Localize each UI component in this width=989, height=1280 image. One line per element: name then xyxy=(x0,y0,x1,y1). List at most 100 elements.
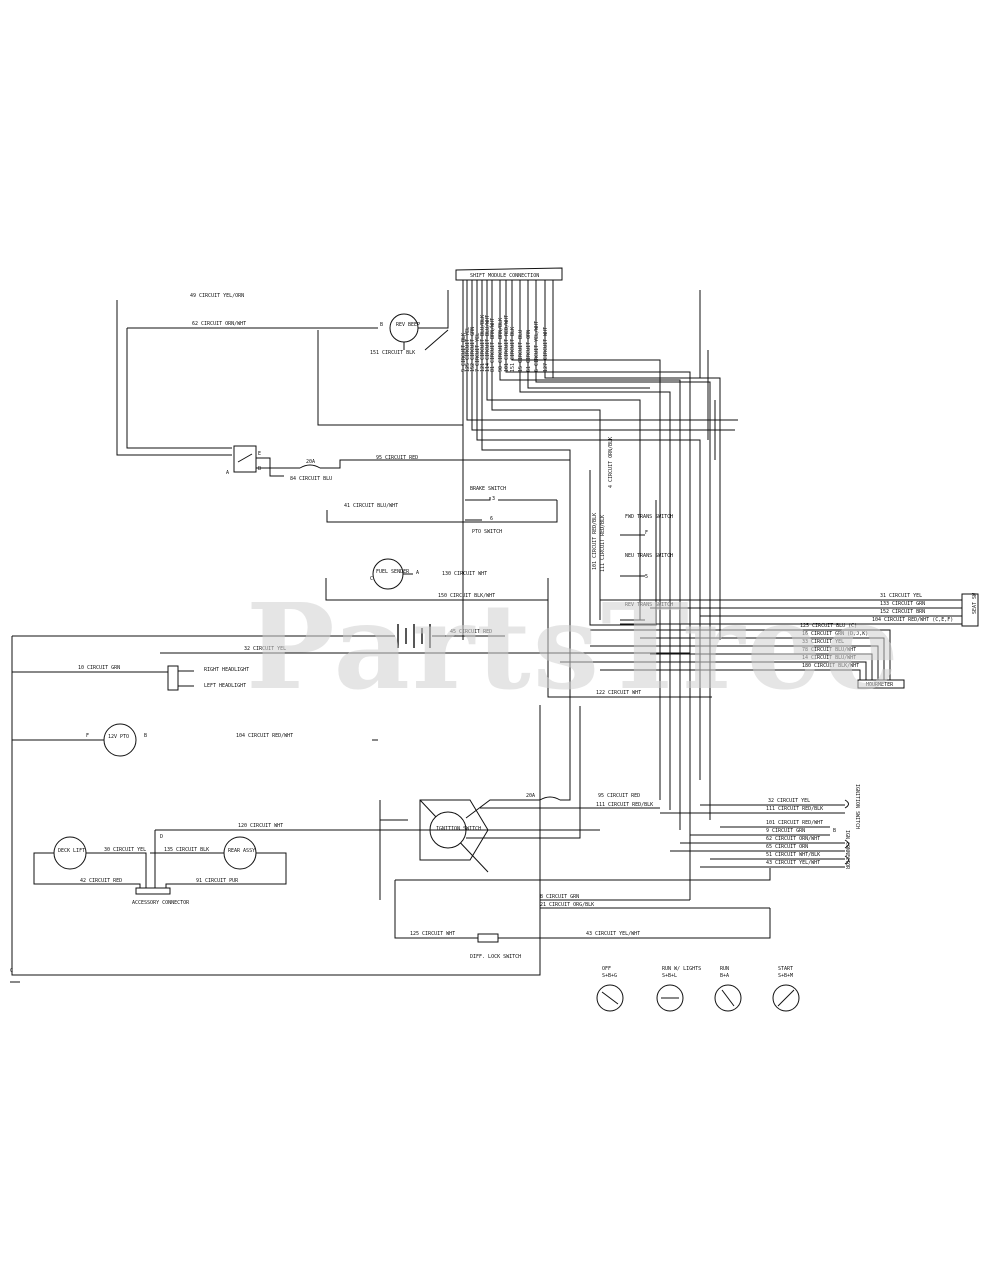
switch-position-title: OFF xyxy=(602,966,611,972)
label-c84: 84 CIRCUIT BLU xyxy=(290,476,332,482)
label-c101: 101 CIRCUIT RED/BLK xyxy=(592,513,598,570)
acc-pin-d: D xyxy=(160,834,163,840)
label-brake-switch: BRAKE SWITCH xyxy=(470,486,506,492)
reverse-beep-circuit: 49 CIRCUIT YEL/ORN 62 CIRCUIT ORN/WHT RE… xyxy=(116,290,463,456)
label-c95: 95 CIRCUIT RED xyxy=(376,455,418,461)
connector-pin-10: 151 CIRCUIT BLK xyxy=(510,327,516,372)
connector-pin-7: 81 CIRCUIT BRN/WHT xyxy=(490,318,496,372)
label-ign-65: 65 CIRCUIT ORN xyxy=(766,844,808,850)
pto-pin-b: B xyxy=(144,733,147,739)
connector-wires xyxy=(462,280,738,900)
brake-pin-3: 3 xyxy=(492,496,495,502)
label-c122: 122 CIRCUIT WHT xyxy=(596,690,641,696)
label-ign-connector: IGN CONNECTOR xyxy=(844,830,850,870)
label-r152: 152 CIRCUIT BRN xyxy=(880,609,925,615)
label-h14: 14 CIRCUIT BLU/WHT xyxy=(802,655,856,661)
switch-contact-line xyxy=(777,989,795,1007)
label-c30: 30 CIRCUIT YEL xyxy=(104,847,146,853)
relay-pin-e: E xyxy=(258,451,261,457)
label-r31: 31 CIRCUIT YEL xyxy=(880,593,922,599)
switch-position-title: RUN W/ LIGHTS xyxy=(662,966,701,972)
switch-position-sub: B+A xyxy=(720,973,729,979)
fuse-icon xyxy=(299,464,321,469)
seat-switch-icon xyxy=(961,593,979,627)
connector-pin-6: 114 CIRCUIT BLU/WHT xyxy=(485,315,491,372)
label-c21: 21 CIRCUIT ORG/BLK xyxy=(540,902,594,908)
label-c125: 125 CIRCUIT WHT xyxy=(410,931,455,937)
label-c41: 41 CIRCUIT BLU/WHT xyxy=(344,503,398,509)
connector-pin-5: 121 CIRCUIT BLU/BLK xyxy=(480,315,486,372)
hourmeter-connector: 125 CIRCUIT BLU (C) 16 CIRCUIT GRN (D,J,… xyxy=(560,623,905,689)
fuse-low-label: 20A xyxy=(526,793,535,799)
fuel-pin-a: A xyxy=(416,570,419,576)
accessory-section: 120 CIRCUIT WHT D DECK LIFT 30 CIRCUIT Y… xyxy=(33,823,600,906)
label-c32: 32 CIRCUIT YEL xyxy=(244,646,286,652)
label-r104: 104 CIRCUIT RED/WHT (C,E,F) xyxy=(872,617,953,623)
label-c111: 111 CIRCUIT RED/BLK xyxy=(600,515,606,572)
label-c43: 43 CIRCUIT YEL/WHT xyxy=(586,931,640,937)
headlight-connector xyxy=(167,665,179,691)
seat-switch-connector: 31 CIRCUIT YEL 133 CIRCUIT GRN 152 CIRCU… xyxy=(600,592,979,627)
diff-lock-icon xyxy=(477,933,499,943)
fuel-sender: FUEL SENDER A C 130 CIRCUIT WHT 150 CIRC… xyxy=(325,558,712,698)
pto-clutch: F 12V PTO B 104 CIRCUIT RED/WHT xyxy=(12,723,378,757)
label-ign-32: 32 CIRCUIT YEL xyxy=(768,798,810,804)
label-seat-sw: SEAT SW xyxy=(972,592,978,614)
pin-b-beep: B xyxy=(380,322,383,328)
label-ign-pin-b: B xyxy=(833,828,836,834)
relay-icon xyxy=(233,445,257,473)
label-c104: 104 CIRCUIT RED/WHT xyxy=(236,733,293,739)
switch-contact-line xyxy=(601,991,619,1005)
label-h33: 33 CIRCUIT YEL xyxy=(802,639,844,645)
label-pto-switch: PTO SWITCH xyxy=(472,529,502,535)
connector-header: SHIFT MODULE CONNECTION xyxy=(470,273,539,279)
label-ign-101: 101 CIRCUIT RED/WHT xyxy=(766,820,823,826)
switch-position-title: RUN xyxy=(720,966,729,972)
connector-pin-2: 125 CIRCUIT YEL xyxy=(465,327,471,372)
label-right-head: RIGHT HEADLIGHT xyxy=(204,667,249,673)
connector-pin-9: 101 CIRCUIT RED/WHT xyxy=(504,315,510,372)
label-left-head: LEFT HEADLIGHT xyxy=(204,683,246,689)
fuse-low-icon xyxy=(539,796,561,801)
label-rear-assy: REAR ASSY xyxy=(228,848,255,854)
pto-pin-f: F xyxy=(86,733,89,739)
connector-pin-1: 9 CIRCUIT BLK xyxy=(461,333,467,372)
fuel-pin-c: C xyxy=(370,576,373,582)
connector-pin-14: 127 CIRCUIT WHT xyxy=(543,327,549,372)
label-neu-trans: NEU TRANS SWITCH xyxy=(625,553,673,559)
reverse-beep-icon xyxy=(389,313,419,343)
label-ign-51: 51 CIRCUIT WHT/BLK xyxy=(766,852,820,858)
connector-pin-12: 61 CIRCUIT ORN xyxy=(526,330,532,372)
connector-pin-8: 90 CIRCUIT BRN/BLK xyxy=(498,318,504,372)
pto-clutch-icon xyxy=(103,723,137,757)
label-ign-111: 111 CIRCUIT RED/BLK xyxy=(766,806,823,812)
brake-pto-switch: BRAKE SWITCH 3 41 CIRCUIT BLU/WHT 6 PTO … xyxy=(326,486,558,535)
connector-pin-4: 7 CIRCUIT YEL xyxy=(475,333,481,372)
connector-pin-11: 15 CIRCUIT BLU xyxy=(518,330,524,372)
label-c150: 150 CIRCUIT BLK/WHT xyxy=(438,593,495,599)
label-rev-trans: REV TRANS SWITCH xyxy=(625,602,673,608)
label-c95b: 95 CIRCUIT RED xyxy=(598,793,640,799)
label-ignition-switch-side: IGNITION SWITCH xyxy=(854,784,860,829)
shift-module-connector: SHIFT MODULE CONNECTION 9 CIRCUIT BLK125… xyxy=(455,267,563,372)
relay-pin-b: B xyxy=(258,466,261,472)
label-c45: 45 CIRCUIT RED xyxy=(450,629,492,635)
label-c111b: 111 CIRCUIT RED/BLK xyxy=(596,802,653,808)
label-ign-62: 62 CIRCUIT ORN/WHT xyxy=(766,836,820,842)
label-diff-lock: DIFF. LOCK SWITCH xyxy=(470,954,521,960)
label-h180: 180 CIRCUIT BLK/WHT xyxy=(802,663,859,669)
label-ign-9: 9 CIRCUIT GRN xyxy=(766,828,805,834)
relay-block: E B A 20A 95 CIRCUIT RED 84 CIRCUIT BLU xyxy=(226,445,571,790)
pto-pin-6: 6 xyxy=(490,516,493,522)
connector-pin-3: 152 CIRCUIT GRN xyxy=(470,327,476,372)
label-c62: 62 CIRCUIT ORN/WHT xyxy=(192,321,246,327)
label-c130: 130 CIRCUIT WHT xyxy=(442,571,487,577)
label-pto-clutch: 12V PTO xyxy=(108,734,129,740)
label-ignition-switch: IGNITION SWITCH xyxy=(436,826,481,832)
battery-circuit: 45 CIRCUIT RED 32 CIRCUIT YEL C xyxy=(10,624,690,983)
